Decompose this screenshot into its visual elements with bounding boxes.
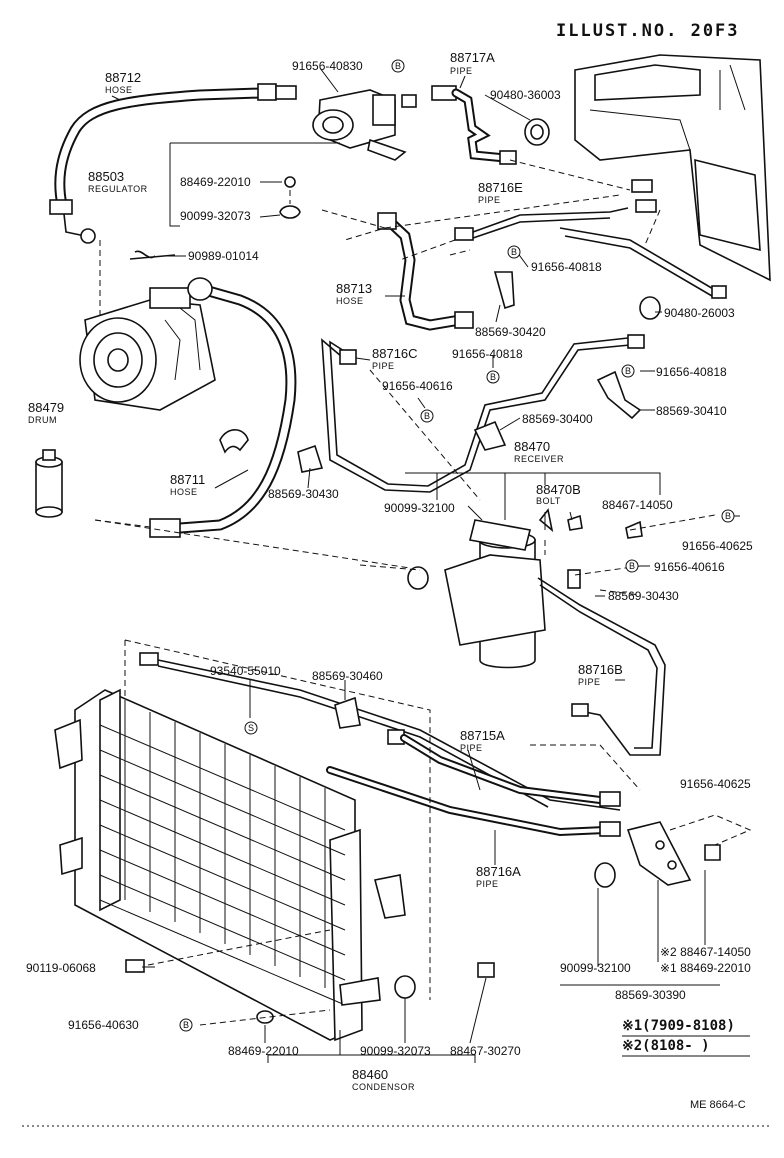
pipe-88716C-drawing [297, 334, 645, 493]
svg-text:CONDENSOR: CONDENSOR [352, 1082, 415, 1092]
label-88469-22010-top: 88469-22010 [180, 175, 251, 189]
reference-code: ME 8664-C [690, 1099, 746, 1111]
label-90099-32100-a: 90099-32100 [384, 501, 455, 515]
label-88569-30430-b: 88569-30430 [608, 589, 679, 603]
svg-text:BOLT: BOLT [536, 496, 561, 506]
illustration-number: ILLUST.NO. 20F3 [556, 21, 740, 41]
label-88467-30270: 88467-30270 [450, 1044, 521, 1058]
svg-text:PIPE: PIPE [578, 677, 601, 687]
svg-text:B: B [625, 366, 631, 376]
label-90099-32100-b: 90099-32100 [560, 961, 631, 975]
svg-text:B: B [424, 411, 430, 421]
label-91656-40616-a: 91656-40616 [382, 379, 453, 393]
label-88569-30400: 88569-30400 [522, 412, 593, 426]
label-88467-14050-b: ※2 88467-14050 [660, 945, 751, 959]
pipe-88716B-drawing [537, 577, 666, 756]
label-88716A: 88716A [476, 864, 521, 879]
label-91656-40625-b: 91656-40625 [680, 777, 751, 791]
label-91656-40818-c: 91656-40818 [656, 365, 727, 379]
legend-line-1: ※1(7909-8108) [622, 1018, 735, 1034]
label-91656-40818-a: 91656-40818 [531, 260, 602, 274]
label-88569-30460: 88569-30460 [312, 669, 383, 683]
label-91656-40625-a: 91656-40625 [682, 539, 753, 553]
hose-88713-drawing [377, 212, 474, 331]
label-88503: 88503 [88, 169, 124, 184]
label-88467-14050-a: 88467-14050 [602, 498, 673, 512]
grommet-90480-36003-drawing [524, 118, 550, 146]
svg-text:B: B [490, 372, 496, 382]
svg-text:B: B [511, 247, 517, 257]
svg-text:PIPE: PIPE [372, 361, 395, 371]
leader-lines [94, 67, 752, 1063]
label-91656-40630: 91656-40630 [68, 1018, 139, 1032]
label-93540-55010: 93540-55010 [210, 664, 281, 678]
svg-text:PIPE: PIPE [460, 743, 483, 753]
label-88716B: 88716B [578, 662, 623, 677]
circle-marks: B B B B B B B S B [179, 59, 735, 1032]
condenser-88460-drawing [54, 688, 495, 1042]
label-88716C: 88716C [372, 346, 418, 361]
label-88569-30410: 88569-30410 [656, 404, 727, 418]
label-91656-40818-b: 91656-40818 [452, 347, 523, 361]
label-88711: 88711 [170, 472, 205, 487]
bracket-88569-30390-drawing [594, 821, 721, 888]
label-90099-32073-b: 90099-32073 [360, 1044, 431, 1058]
label-91656-40616-b: 91656-40616 [654, 560, 725, 574]
label-88717A: 88717A [450, 50, 495, 65]
svg-text:B: B [725, 511, 731, 521]
label-88716E: 88716E [478, 180, 523, 195]
label-90480-26003: 90480-26003 [664, 306, 735, 320]
bracket-88569-30420-drawing [493, 271, 515, 310]
label-88469-22010-b: ※1 88469-22010 [660, 961, 751, 975]
svg-text:PIPE: PIPE [450, 66, 473, 76]
svg-text:B: B [629, 561, 635, 571]
pipes-condenser-drawing [139, 652, 621, 837]
label-88712: 88712 [105, 70, 141, 85]
svg-text:DRUM: DRUM [28, 415, 57, 425]
label-88713: 88713 [336, 281, 372, 296]
part-labels: 88712 HOSE 91656-40830 88717A PIPE 90480… [26, 50, 753, 1092]
receiver-88470-drawing [407, 508, 643, 669]
label-88715A: 88715A [460, 728, 505, 743]
evaporator-housing-drawing [574, 54, 771, 282]
regulator-88503-drawing [129, 89, 417, 260]
label-90480-36003: 90480-36003 [490, 88, 561, 102]
label-88479: 88479 [28, 400, 64, 415]
svg-text:REGULATOR: REGULATOR [88, 184, 148, 194]
compressor-drawing [79, 287, 216, 411]
svg-text:PIPE: PIPE [476, 879, 499, 889]
legend: ※1(7909-8108) ※2(8108- ) [622, 1018, 750, 1057]
svg-text:B: B [183, 1020, 189, 1030]
label-90989-01014: 90989-01014 [188, 249, 259, 263]
label-88469-22010-c: 88469-22010 [228, 1044, 299, 1058]
label-88569-30430-a: 88569-30430 [268, 487, 339, 501]
pipe-88716E-drawing [454, 207, 727, 320]
svg-text:HOSE: HOSE [170, 487, 198, 497]
legend-line-2: ※2(8108- ) [622, 1038, 710, 1054]
svg-text:B: B [395, 61, 401, 71]
label-91656-40830: 91656-40830 [292, 59, 363, 73]
label-88470B: 88470B [536, 482, 581, 497]
svg-text:S: S [248, 723, 254, 733]
svg-text:RECEIVER: RECEIVER [514, 454, 564, 464]
label-88569-30420: 88569-30420 [475, 325, 546, 339]
hose-88712-drawing [49, 83, 297, 244]
label-88569-30390: 88569-30390 [615, 988, 686, 1002]
label-90099-32073-top: 90099-32073 [180, 209, 251, 223]
svg-text:HOSE: HOSE [336, 296, 364, 306]
pipe-88717A-drawing [431, 85, 517, 165]
label-90119-06068: 90119-06068 [26, 961, 96, 975]
svg-text:PIPE: PIPE [478, 195, 501, 205]
label-88460: 88460 [352, 1067, 388, 1082]
label-88470: 88470 [514, 439, 550, 454]
hose-88711-drawing [149, 277, 297, 538]
drum-88479-drawing [35, 449, 63, 518]
svg-text:HOSE: HOSE [105, 85, 133, 95]
